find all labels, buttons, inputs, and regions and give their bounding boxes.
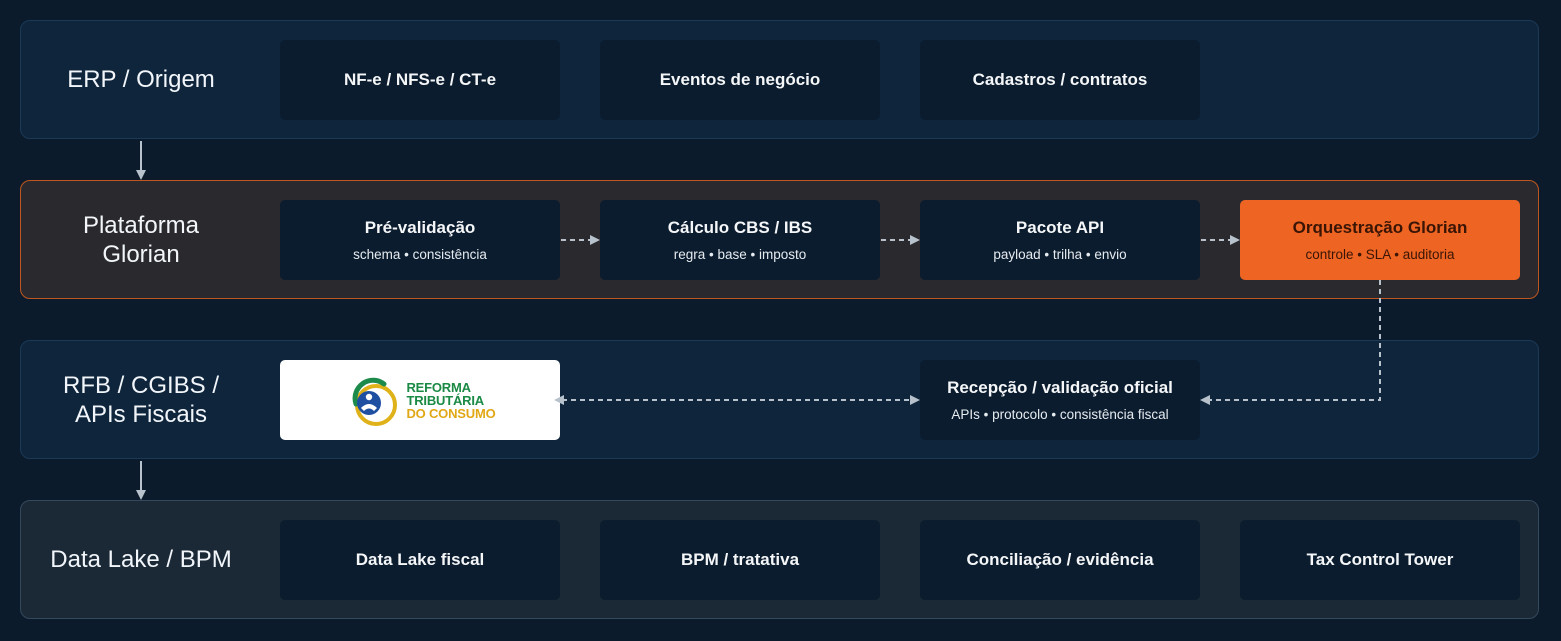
box-pre-validacao[interactable]: Pré-validação schema • consistência (280, 200, 560, 280)
box-tax-control-tower[interactable]: Tax Control Tower (1240, 520, 1520, 600)
lane-label-rfb: RFB / CGIBS / APIs Fiscais (62, 371, 220, 428)
box-nfe-label: NF-e / NFS-e / CT-e (343, 70, 497, 89)
box-eventos-negocio[interactable]: Eventos de negócio (600, 40, 880, 120)
box-calculo-title: Cálculo CBS / IBS (667, 218, 813, 237)
reforma-logo-text: REFORMA TRIBUTÁRIA DO CONSUMO (406, 381, 495, 420)
box-reforma-tributaria-logo[interactable]: REFORMA TRIBUTÁRIA DO CONSUMO (280, 360, 560, 440)
box-orquestracao-sub: controle • SLA • auditoria (1305, 247, 1455, 262)
lane-label-datalake: Data Lake / BPM (50, 546, 232, 573)
box-taxcontrol-label: Tax Control Tower (1306, 550, 1454, 569)
box-cadastros-contratos[interactable]: Cadastros / contratos (920, 40, 1200, 120)
box-recepcao-validacao[interactable]: Recepção / validação oficial APIs • prot… (920, 360, 1200, 440)
reforma-emblem-icon (353, 377, 398, 426)
box-orquestracao-glorian[interactable]: Orquestração Glorian controle • SLA • au… (1240, 200, 1520, 280)
box-pacote-title: Pacote API (1015, 218, 1105, 237)
box-conciliacao-label: Conciliação / evidência (966, 550, 1154, 569)
box-conciliacao-evidencia[interactable]: Conciliação / evidência (920, 520, 1200, 600)
box-pacote-api[interactable]: Pacote API payload • trilha • envio (920, 200, 1200, 280)
box-calculo-cbs-ibs[interactable]: Cálculo CBS / IBS regra • base • imposto (600, 200, 880, 280)
logo-line-3: DO CONSUMO (406, 405, 496, 421)
box-eventos-label: Eventos de negócio (659, 70, 821, 89)
box-datalake-label: Data Lake fiscal (355, 550, 485, 569)
box-pre-validacao-sub: schema • consistência (353, 247, 487, 262)
box-data-lake-fiscal[interactable]: Data Lake fiscal (280, 520, 560, 600)
box-nfe[interactable]: NF-e / NFS-e / CT-e (280, 40, 560, 120)
lane-label-erp: ERP / Origem (67, 66, 215, 93)
logo-line-1: REFORMA (406, 379, 471, 395)
reforma-tributaria-logo: REFORMA TRIBUTÁRIA DO CONSUMO (344, 372, 496, 428)
lane-label-plataforma: Plataforma Glorian (82, 211, 200, 268)
box-bpm-tratativa[interactable]: BPM / tratativa (600, 520, 880, 600)
box-recepcao-title: Recepção / validação oficial (947, 378, 1173, 397)
lane-rfb-cgibs: RFB / CGIBS / APIs Fiscais (20, 340, 1539, 459)
box-pacote-sub: payload • trilha • envio (993, 247, 1127, 262)
logo-line-2: TRIBUTÁRIA (406, 392, 484, 408)
box-pre-validacao-title: Pré-validação (364, 218, 476, 237)
box-bpm-label: BPM / tratativa (680, 550, 800, 569)
box-cadastros-label: Cadastros / contratos (972, 70, 1148, 89)
box-recepcao-sub: APIs • protocolo • consistência fiscal (951, 407, 1169, 422)
box-calculo-sub: regra • base • imposto (673, 247, 807, 262)
box-orquestracao-title: Orquestração Glorian (1292, 218, 1468, 237)
